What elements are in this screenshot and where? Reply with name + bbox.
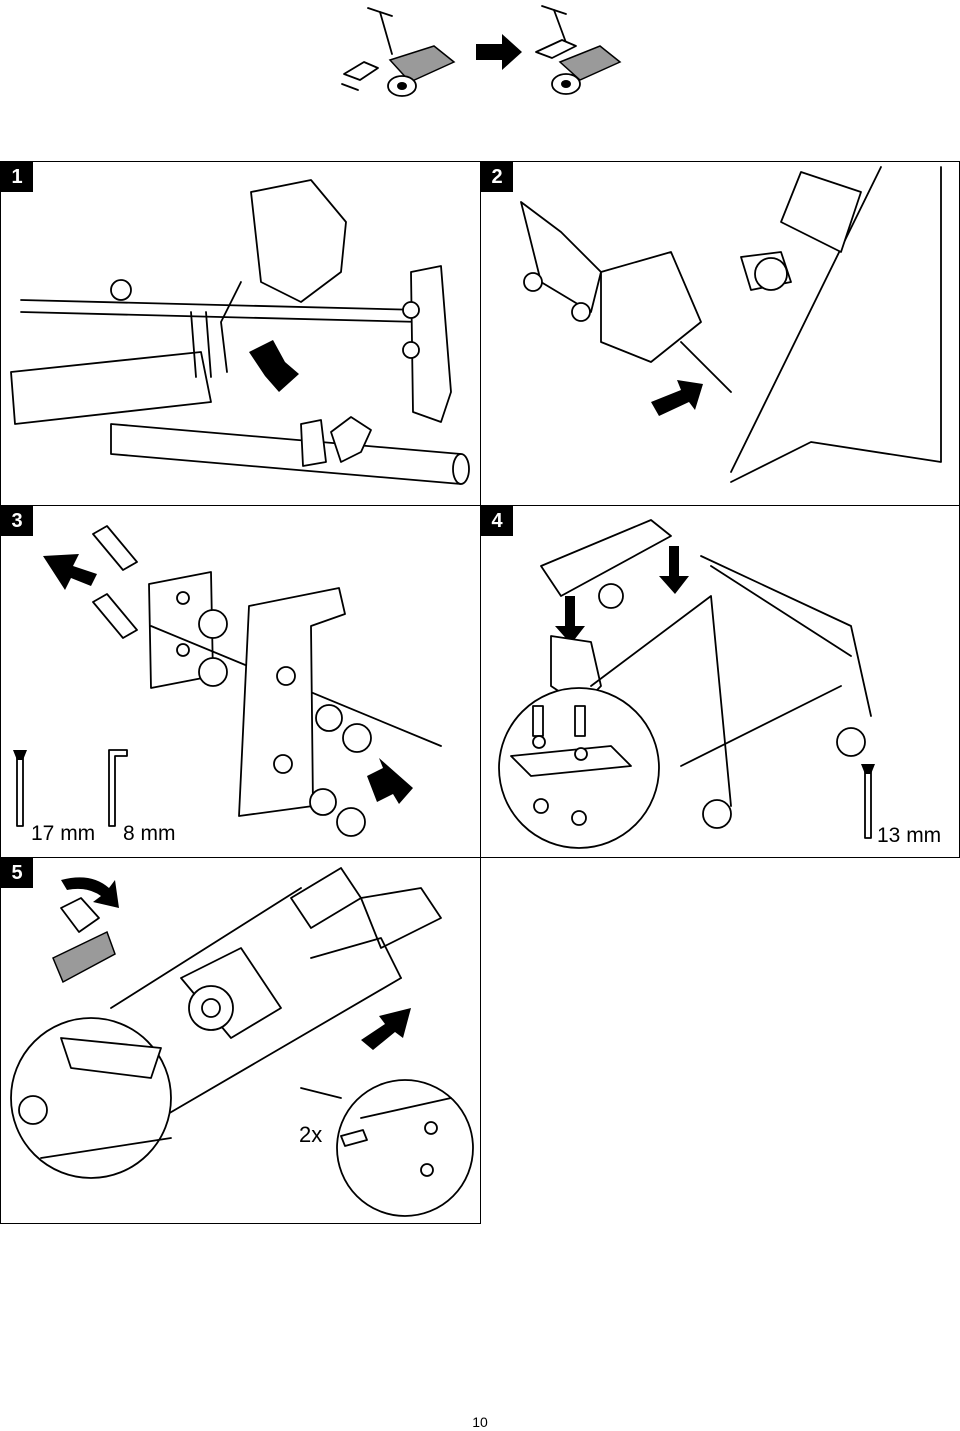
step-5-illustration (10, 867, 474, 1217)
step-number: 2 (481, 162, 513, 192)
remove-arrow-icon (367, 758, 413, 804)
header-illustration (330, 0, 630, 110)
roller-after-icon (551, 45, 622, 95)
step-1-panel: 1 (0, 161, 481, 506)
instruction-grid: 1 2 (0, 161, 960, 1224)
hex-key-icon (108, 749, 128, 827)
step-5-panel: 5 2x (0, 857, 481, 1224)
rotate-arrow-icon (61, 877, 119, 908)
wrench-icon (861, 764, 875, 839)
remove-arrow-icon (43, 554, 97, 590)
handle-before-icon (341, 7, 393, 91)
wrench-size-label: 13 mm (877, 824, 942, 847)
wrench-icon (13, 750, 27, 827)
direction-arrow-icon (476, 34, 522, 70)
step-number: 5 (1, 858, 33, 888)
step-4-panel: 4 13 mm (480, 505, 960, 858)
wrench-size-label: 17 mm (31, 822, 96, 845)
step-number: 4 (481, 506, 513, 536)
roller-before-icon (387, 45, 456, 97)
step-2-panel: 2 (480, 161, 960, 506)
roller-icon (52, 897, 116, 984)
step-3-illustration (13, 525, 442, 837)
page-number: 10 (472, 1414, 488, 1430)
step-number: 3 (1, 506, 33, 536)
multiplier-label: 2x (299, 1122, 323, 1147)
step-3-panel: 3 17 mm (0, 505, 481, 858)
handle-after-icon (535, 5, 577, 59)
step-1-illustration (10, 179, 470, 485)
step-4-illustration (498, 519, 875, 849)
hex-key-size-label: 8 mm (123, 822, 176, 845)
step-number: 1 (1, 162, 33, 192)
step-2-illustration (520, 166, 942, 483)
